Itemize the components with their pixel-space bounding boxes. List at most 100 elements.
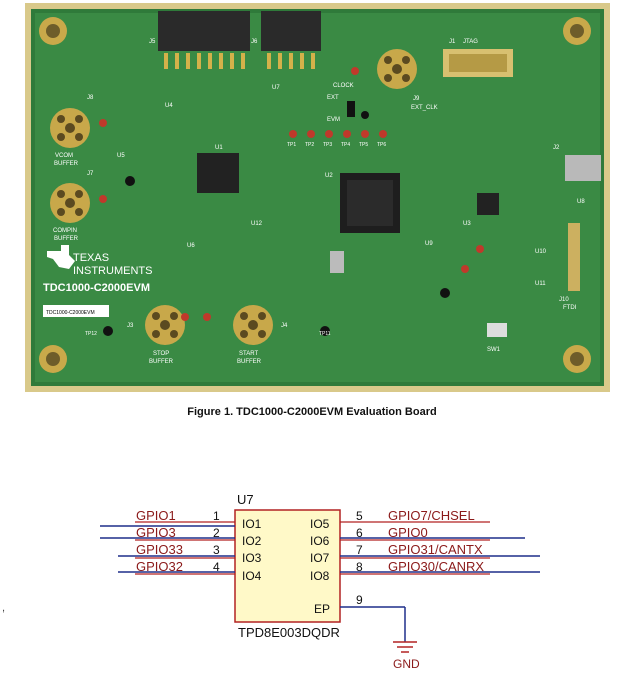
label-u9: U9 <box>425 241 433 247</box>
label-j9: J9 <box>413 96 420 102</box>
label-ext-clk: EXT_CLK <box>411 105 438 111</box>
label-tp2: TP2 <box>305 142 314 148</box>
label-jtag: JTAG <box>463 39 478 45</box>
label-tp4: TP4 <box>341 142 350 148</box>
ground-label: GND <box>393 657 420 671</box>
label-ftdi: FTDI <box>563 305 577 311</box>
brand-instruments: INSTRUMENTS <box>73 265 152 277</box>
label-compin: COMPIN <box>53 228 77 234</box>
mounting-hole <box>39 17 67 45</box>
label-u7: U7 <box>272 85 280 91</box>
pin-name: EP <box>314 602 330 616</box>
label-u8: U8 <box>577 199 585 205</box>
sma-connector-vcom <box>50 108 90 148</box>
ic-u1 <box>197 153 239 193</box>
label-vcom: VCOM <box>55 153 73 159</box>
sma-connector-start <box>233 305 273 345</box>
model-sticker-text: TDC1000-C2000EVM <box>46 310 95 316</box>
sma-connector-ext-clk <box>377 49 417 89</box>
sma-connector-stop <box>145 305 185 345</box>
pin-number: 9 <box>356 593 363 607</box>
left-pin: GPIO32 4 IO4 <box>118 559 262 583</box>
mounting-hole <box>563 345 591 373</box>
mounting-hole <box>563 17 591 45</box>
label-tp11: TP11 <box>319 331 331 337</box>
label-tp6: TP6 <box>377 142 386 148</box>
brand-texas: TEXAS <box>73 252 109 264</box>
net-label: GPIO33 <box>136 542 183 557</box>
stray-mark: , <box>2 602 6 614</box>
model-sticker <box>43 305 109 317</box>
ic-u2-mcu-face <box>347 180 393 226</box>
pin-name: IO4 <box>242 569 262 583</box>
label-j1: J1 <box>449 39 456 45</box>
label-j3: J3 <box>127 323 134 329</box>
ep-pin: EP 9 <box>314 593 406 642</box>
pin-name: IO6 <box>310 534 330 548</box>
label-u3: U3 <box>463 221 471 227</box>
pin-name: IO1 <box>242 517 262 531</box>
right-pin: IO5 5 GPIO7/CHSEL <box>310 508 490 531</box>
label-tp3: TP3 <box>323 142 332 148</box>
label-sw1: SW1 <box>487 347 501 353</box>
label-ext: EXT <box>327 95 339 101</box>
ground-test-points <box>103 111 450 336</box>
pin-number: 5 <box>356 509 363 523</box>
ftdi-header-j10 <box>568 223 580 291</box>
label-stop: STOP <box>153 351 169 357</box>
label-j7: J7 <box>87 171 94 177</box>
ic-body <box>234 509 341 623</box>
net-label: GPIO32 <box>136 559 183 574</box>
pin-number: 3 <box>213 543 220 557</box>
right-pin: IO6 6 GPIO0 <box>310 525 525 548</box>
board-model-name: TDC1000-C2000EVM <box>43 282 150 294</box>
pin-name: IO5 <box>310 517 330 531</box>
label-u12: U12 <box>251 221 263 227</box>
crystal <box>330 251 344 273</box>
net-label: GPIO0 <box>388 525 428 540</box>
pin-number: 4 <box>213 560 220 574</box>
jtag-header-j1 <box>443 49 513 77</box>
pcb-inner <box>35 13 600 382</box>
left-pin: GPIO1 1 IO1 <box>100 508 262 531</box>
label-u4: U4 <box>165 103 173 109</box>
evaluation-board-photo: J5 J6 J1 JTAG J8 VCOM BUFFER J7 COMPIN B… <box>25 3 610 392</box>
pin-number: 6 <box>356 526 363 540</box>
ground-symbol-icon <box>393 641 417 653</box>
label-j8: J8 <box>87 95 94 101</box>
label-start-buffer: BUFFER <box>237 359 262 365</box>
label-stop-buffer: BUFFER <box>149 359 174 365</box>
label-u1: U1 <box>215 145 223 151</box>
usb-connector-j2 <box>565 155 601 181</box>
pin-number: 7 <box>356 543 363 557</box>
label-u5: U5 <box>117 153 125 159</box>
ic-part-number: TPD8E003DQDR <box>238 625 340 640</box>
label-j10: J10 <box>559 297 569 303</box>
label-j5: J5 <box>149 39 156 45</box>
header-j5 <box>158 11 250 69</box>
label-compin-buffer: BUFFER <box>54 236 79 242</box>
label-vcom-buffer: BUFFER <box>54 161 79 167</box>
ic-u3 <box>477 193 499 215</box>
sma-connector-compin <box>50 183 90 223</box>
label-evm: EVM <box>327 117 340 123</box>
label-tp12: TP12 <box>85 331 97 337</box>
label-j6: J6 <box>251 39 258 45</box>
net-label: GPIO3 <box>136 525 176 540</box>
pin-name: IO7 <box>310 551 330 565</box>
label-clock: CLOCK <box>333 83 354 89</box>
pin-number: 1 <box>213 509 220 523</box>
net-label: GPIO31/CANTX <box>388 542 483 557</box>
net-label: GPIO7/CHSEL <box>388 508 475 523</box>
label-j4: J4 <box>281 323 288 329</box>
pin-name: IO3 <box>242 551 262 565</box>
right-pin: IO8 8 GPIO30/CANRX <box>310 559 540 583</box>
pin-number: 8 <box>356 560 363 574</box>
label-tp5: TP5 <box>359 142 368 148</box>
right-pin: IO7 7 GPIO31/CANTX <box>310 542 540 565</box>
label-tp1: TP1 <box>287 142 296 148</box>
label-u11: U11 <box>535 281 546 287</box>
pin-name: IO2 <box>242 534 262 548</box>
label-u6: U6 <box>187 243 195 249</box>
pin-number: 2 <box>213 526 220 540</box>
